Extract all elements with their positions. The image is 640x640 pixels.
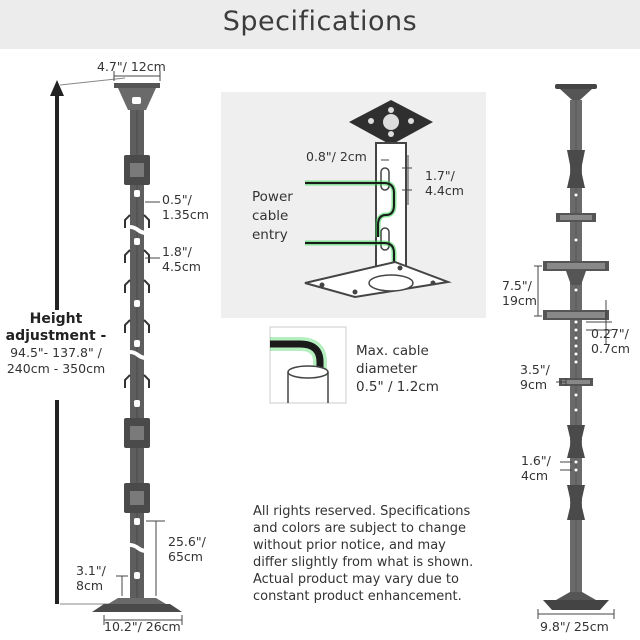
lower-hole-span-dimension [146, 520, 165, 596]
height-range-metric: 240cm - 350cm [6, 361, 106, 376]
height-adjustment-title: Height adjustment - [5, 311, 107, 344]
notice-line: All rights reserved. Specifications [253, 504, 471, 519]
header-bar: Specifications [0, 0, 640, 49]
notice-line: without prior notice, and may [253, 538, 446, 553]
lower-hole-span-label: 25.6"/ 65cm [168, 534, 206, 564]
hole-width-label: 0.8"/ 2cm [306, 149, 367, 164]
hole-dimensions [381, 155, 412, 205]
base-height-label: 3.1"/ 8cm [76, 563, 106, 593]
top-width-dimension [113, 71, 161, 81]
notch-spacing-label: 1.8"/ 4.5cm [162, 244, 201, 274]
left-pole-clamps [124, 155, 150, 513]
height-range-imperial: 94.5"- 137.8" / [10, 345, 102, 360]
height-adjustment-block: Height adjustment - 94.5"- 137.8" / 240c… [0, 311, 112, 377]
page-title: Specifications [222, 6, 418, 37]
hole-pitch-label: 0.27"/ 0.7cm [591, 326, 630, 356]
left-pole-top-cap [114, 83, 160, 110]
left-pole-holes [134, 190, 140, 579]
notch-width-dimension [145, 201, 160, 259]
notch-width-label: 0.5"/ 1.35cm [162, 192, 209, 222]
power-cable-entry-label: Power cable entry [252, 189, 293, 243]
notice-line: Actual product may vary due to [253, 572, 459, 587]
power-cables [305, 180, 397, 270]
legal-notice: All rights reserved. Specifications and … [253, 503, 493, 605]
notice-line: constant product enhancement. [253, 589, 462, 604]
left-pole-base [92, 598, 183, 625]
right-base-width-label: 9.8"/ 25cm [540, 619, 609, 634]
right-pole-dimensions [534, 265, 612, 471]
base-width-label: 10.2"/ 26cm [104, 619, 181, 634]
top-width-label: 4.7"/ 12cm [97, 59, 166, 74]
right-pole-top-cap [555, 84, 597, 100]
bracket-spacing-label: 7.5"/ 19cm [502, 278, 537, 308]
notice-line: and colors are subject to change [253, 521, 466, 536]
base-height-dimension [116, 575, 128, 596]
clamp-height-label: 3.5"/ 9cm [520, 362, 550, 392]
hole-gap-label: 1.6"/ 4cm [521, 453, 551, 483]
right-pole-base [537, 592, 615, 619]
hole-height-label: 1.7"/ 4.4cm [425, 168, 464, 198]
left-pole-shaft [120, 110, 156, 598]
mount-plate [349, 100, 433, 145]
max-cable-diameter-label: Max. cable diameter 0.5" / 1.2cm [356, 343, 439, 395]
inset-base [304, 260, 452, 299]
right-pole-brackets [543, 213, 609, 386]
left-pole-hooks [124, 214, 150, 388]
notice-line: differ slightly from what is shown. [253, 555, 474, 570]
right-pole-clamps [567, 150, 585, 520]
cable-diameter-icon [269, 326, 347, 404]
